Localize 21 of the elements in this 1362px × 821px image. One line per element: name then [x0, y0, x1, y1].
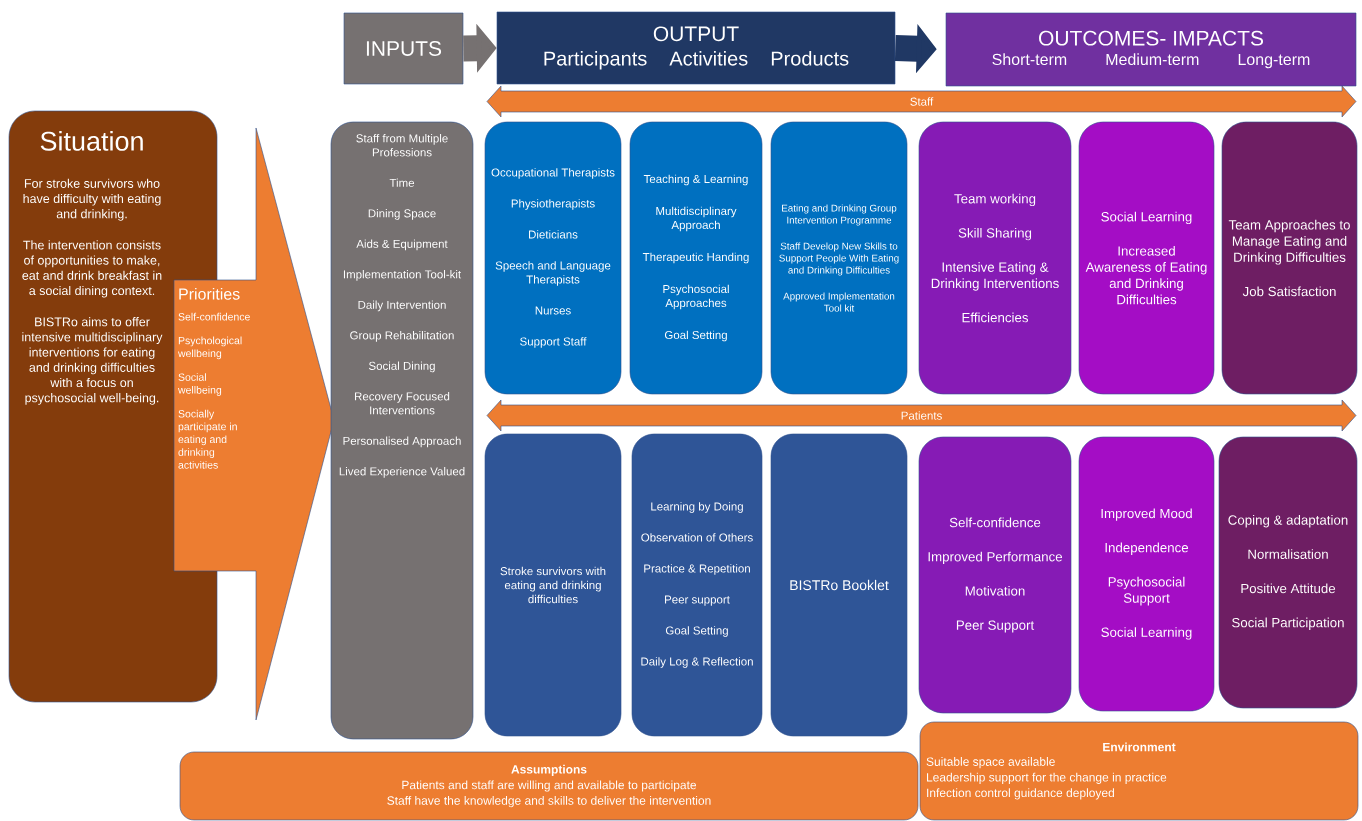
products-box: BISTRo Booklet: [770, 433, 908, 737]
outcome-box: Self-confidence Improved Performance Motivation Peer Support: [918, 436, 1072, 714]
patients-banner: Patients: [486, 399, 1357, 432]
activities-box: Teaching & Learning Multidisciplinary Approach Therapeutic Handing Psychosocial Approaches Goal Setting: [629, 121, 763, 395]
output-header-box: OUTPUT Participants Activities Products: [496, 11, 896, 85]
inputs-header-box: INPUTS: [343, 12, 464, 85]
assumptions-box: Assumptions Patients and staff are willing and available to participate Staff have the knowledge and skills to deliver the intervention: [179, 751, 919, 821]
participants-box: Stroke survivors with eating and drinking difficulties: [484, 433, 622, 737]
activities-box: Learning by Doing Observation of Others Practice & Repetition Peer support Goal Setting Daily Log & Reflection: [631, 433, 763, 737]
outcome-box: Team Approaches to Manage Eating and Drinking Difficulties Job Satisfaction: [1221, 121, 1358, 395]
outcomes-header-box: OUTCOMES- IMPACTS Short-term Medium-term Long-term: [945, 12, 1357, 87]
outcome-box: Improved Mood Independence Psychosocial Support Social Learning: [1078, 436, 1215, 712]
participants-box: Occupational Therapists Physiotherapists Dieticians Speech and Language Therapists Nurses Support Staff: [484, 121, 622, 395]
outcome-box: Social Learning Increased Awareness of Eating and Drinking Difficulties: [1078, 121, 1215, 395]
outcome-box: Coping & adaptation Normalisation Positive Attitude Social Participation: [1218, 436, 1358, 709]
staff-banner: Staff: [486, 85, 1357, 118]
products-box: Eating and Drinking Group Intervention Programme Staff Develop New Skills to Support People With Eating and Drinking Difficulties Approved Implementation Tool kit: [770, 121, 908, 395]
outcome-box: Team working Skill Sharing Intensive Eating & Drinking Interventions Efficiencies: [918, 121, 1072, 395]
environment-box: Environment Suitable space available Leadership support for the change in practice Infection control guidance deployed: [919, 721, 1359, 821]
inputs-column-box: Staff from Multiple Professions Time Dining Space Aids & Equipment Implementation Tool-kit Daily Intervention Group Rehabilitation Social Dining Recovery Focused Interventions Personalised Approach Lived Experience Valued: [330, 121, 474, 740]
priorities-panel: Priorities Self-confidence Psychological wellbeing Social wellbeing Socially participate in eating and drinking activities: [173, 127, 335, 721]
